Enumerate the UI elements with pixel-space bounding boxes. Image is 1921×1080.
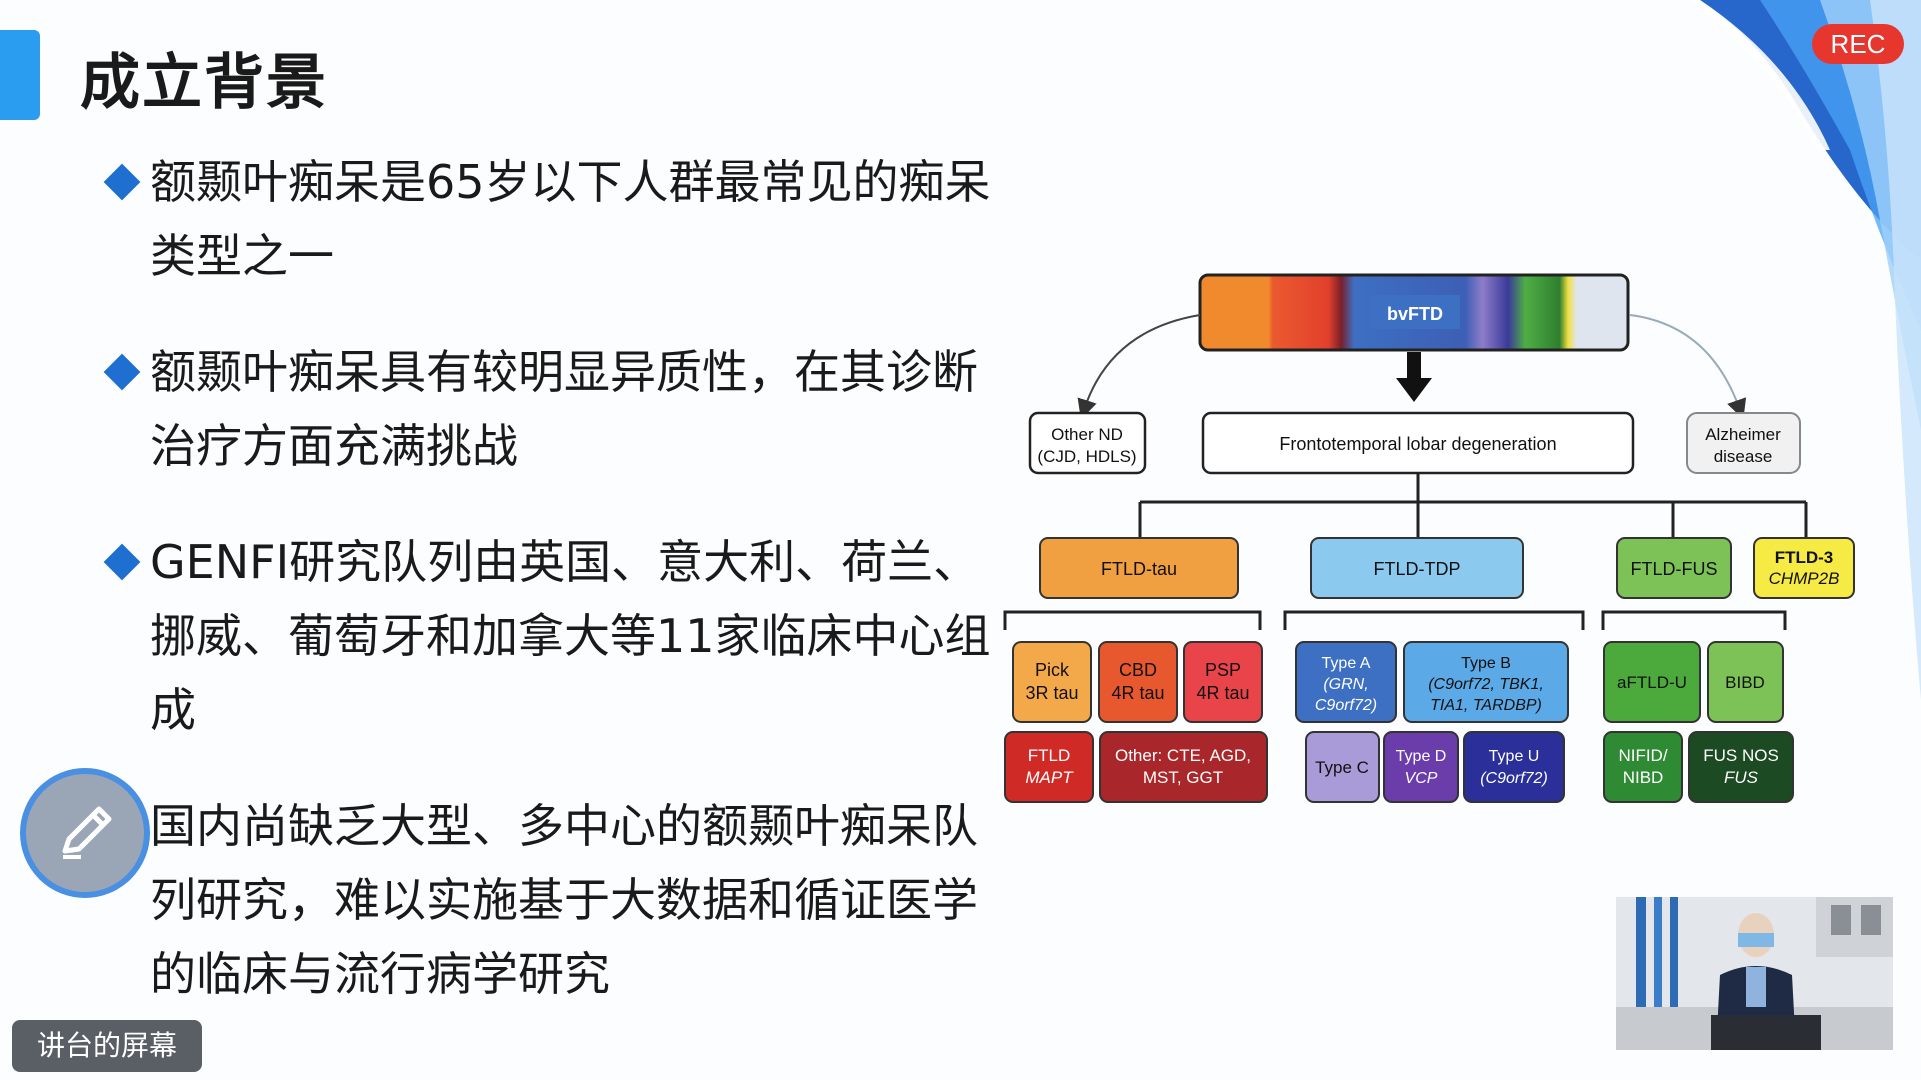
bvftd-label: bvFTD — [1387, 304, 1443, 324]
bullet-item: 国内尚缺乏大型、多中心的额颞叶痴呆队列研究，难以实施基于大数据和循证医学的临床与… — [103, 789, 1005, 1011]
chmp2b-label: CHMP2B — [1769, 569, 1840, 588]
psp-label: PSP — [1205, 660, 1241, 680]
diamond-bullet-icon — [103, 353, 141, 391]
psp-sub: 4R tau — [1196, 683, 1249, 703]
type-b-sub2: TIA1, TARDBP) — [1430, 697, 1542, 714]
bullet-text: GENFI研究队列由英国、意大利、荷兰、挪威、葡萄牙和加拿大等11家临床中心组成 — [150, 535, 991, 737]
presenter-screen-label: 讲台的屏幕 — [12, 1020, 202, 1072]
type-c-label: Type C — [1315, 758, 1369, 777]
annotation-pen-button[interactable] — [20, 768, 150, 898]
other-nd-label: Other ND — [1051, 425, 1123, 444]
nifid-label: NIFID/ — [1618, 746, 1667, 765]
ftld3-label: FTLD-3 — [1775, 548, 1834, 567]
diamond-bullet-icon — [103, 163, 141, 201]
bullet-item: GENFI研究队列由英国、意大利、荷兰、挪威、葡萄牙和加拿大等11家临床中心组成 — [103, 525, 1005, 747]
other-tau-sub: MST, GGT — [1143, 768, 1223, 787]
pick-label: Pick — [1035, 660, 1070, 680]
ftld-tau-label: FTLD-tau — [1101, 559, 1177, 579]
bullet-item: 额颞叶痴呆是65岁以下人群最常见的痴呆类型之一 — [103, 145, 1005, 293]
type-a-sub1: (GRN, — [1323, 676, 1368, 693]
pen-icon — [62, 806, 112, 859]
nibd-label: NIBD — [1623, 768, 1664, 787]
bullet-item: 额颞叶痴呆具有较明显异质性，在其诊断治疗方面充满挑战 — [103, 335, 1005, 483]
alzheimer-sub: disease — [1714, 447, 1773, 466]
type-a-sub2: C9orf72) — [1315, 697, 1377, 714]
alzheimer-label: Alzheimer — [1705, 425, 1781, 444]
slide-title: 成立背景 — [80, 48, 328, 118]
fus-gene-label: FUS — [1724, 768, 1759, 787]
presenter-video-thumbnail[interactable] — [1616, 897, 1893, 1050]
bullet-text: 额颞叶痴呆是65岁以下人群最常见的痴呆类型之一 — [150, 155, 991, 283]
rec-badge: REC — [1812, 24, 1904, 64]
presenter-image — [1616, 897, 1893, 1050]
vcp-label: VCP — [1405, 770, 1438, 787]
fus-nos-label: FUS NOS — [1703, 746, 1779, 765]
type-a-label: Type A — [1322, 655, 1371, 672]
pick-sub: 3R tau — [1025, 683, 1078, 703]
type-b-sub1: (C9orf72, TBK1, — [1428, 676, 1544, 693]
type-u-sub: (C9orf72) — [1480, 770, 1548, 787]
type-b-label: Type B — [1461, 655, 1511, 672]
other-nd-sub: (CJD, HDLS) — [1037, 447, 1136, 466]
mapt-label: MAPT — [1025, 768, 1074, 787]
other-tau-label: Other: CTE, AGD, — [1115, 746, 1251, 765]
ftld-classification-diagram: bvFTD Other ND (CJD, HDLS) Frontotempora… — [1003, 273, 1855, 803]
ftld-label: Frontotemporal lobar degeneration — [1279, 434, 1556, 454]
bullet-text: 额颞叶痴呆具有较明显异质性，在其诊断治疗方面充满挑战 — [150, 345, 978, 473]
ftld-tdp-label: FTLD-TDP — [1374, 559, 1461, 579]
title-accent-bar — [0, 30, 40, 120]
diamond-bullet-icon — [103, 543, 141, 581]
ftld-fus-label: FTLD-FUS — [1631, 559, 1718, 579]
bullet-text: 国内尚缺乏大型、多中心的额颞叶痴呆队列研究，难以实施基于大数据和循证医学的临床与… — [150, 799, 978, 1001]
type-d-label: Type D — [1396, 748, 1447, 765]
cbd-sub: 4R tau — [1111, 683, 1164, 703]
type-u-label: Type U — [1489, 748, 1540, 765]
cbd-label: CBD — [1119, 660, 1157, 680]
aftld-u-label: aFTLD-U — [1617, 673, 1687, 692]
bullet-list: 额颞叶痴呆是65岁以下人群最常见的痴呆类型之一 额颞叶痴呆具有较明显异质性，在其… — [103, 145, 1005, 1053]
bibd-label: BIBD — [1725, 673, 1765, 692]
ftld-mapt-label: FTLD — [1028, 746, 1071, 765]
